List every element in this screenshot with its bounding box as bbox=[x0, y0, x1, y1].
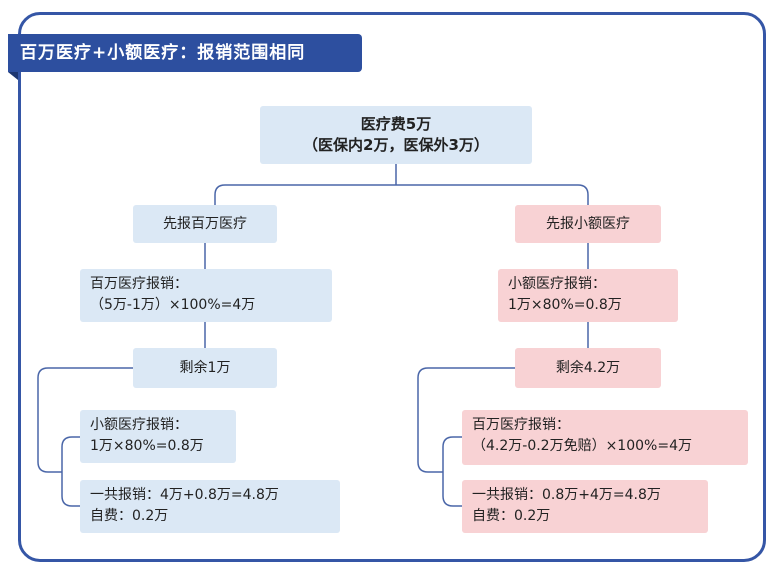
left-step2-line2: 1万×80%=0.8万 bbox=[90, 438, 204, 454]
root-node: 医疗费5万 （医保内2万，医保外3万） bbox=[260, 106, 532, 164]
connector-left-bracket bbox=[37, 367, 133, 507]
left-total-line2: 自费：0.2万 bbox=[90, 508, 169, 524]
left-head-node: 先报百万医疗 bbox=[133, 205, 277, 243]
left-remain-node: 剩余1万 bbox=[133, 348, 277, 388]
diagram-title: 百万医疗+小额医疗：报销范围相同 bbox=[8, 34, 362, 72]
right-head-node: 先报小额医疗 bbox=[515, 205, 661, 243]
right-total-node: 一共报销：0.8万+4万=4.8万 自费：0.2万 bbox=[462, 480, 708, 533]
connector-right-bracket bbox=[417, 367, 515, 507]
left-total-line1: 一共报销：4万+0.8万=4.8万 bbox=[90, 487, 279, 503]
title-fold bbox=[8, 72, 18, 80]
right-step1-line2: 1万×80%=0.8万 bbox=[508, 297, 622, 313]
connector-root bbox=[214, 164, 589, 205]
root-line1: 医疗费5万 bbox=[360, 115, 432, 133]
right-total-line1: 一共报销：0.8万+4万=4.8万 bbox=[472, 487, 661, 503]
left-step1-line1: 百万医疗报销： bbox=[90, 276, 188, 292]
right-step2-line1: 百万医疗报销： bbox=[472, 417, 570, 433]
right-step1-node: 小额医疗报销： 1万×80%=0.8万 bbox=[498, 269, 678, 322]
left-step2-line1: 小额医疗报销： bbox=[90, 417, 188, 433]
right-step2-node: 百万医疗报销： （4.2万-0.2万免赔）×100%=4万 bbox=[462, 410, 748, 465]
root-line2: （医保内2万，医保外3万） bbox=[303, 136, 489, 154]
right-step2-line2: （4.2万-0.2万免赔）×100%=4万 bbox=[472, 438, 692, 454]
right-total-line2: 自费：0.2万 bbox=[472, 508, 551, 524]
right-remain-node: 剩余4.2万 bbox=[515, 348, 661, 388]
right-step1-line1: 小额医疗报销： bbox=[508, 276, 606, 292]
left-total-node: 一共报销：4万+0.8万=4.8万 自费：0.2万 bbox=[80, 480, 340, 533]
diagram-frame bbox=[18, 12, 766, 562]
left-step2-node: 小额医疗报销： 1万×80%=0.8万 bbox=[80, 410, 236, 463]
left-step1-node: 百万医疗报销： （5万-1万）×100%=4万 bbox=[80, 269, 332, 322]
left-step1-line2: （5万-1万）×100%=4万 bbox=[90, 297, 256, 313]
